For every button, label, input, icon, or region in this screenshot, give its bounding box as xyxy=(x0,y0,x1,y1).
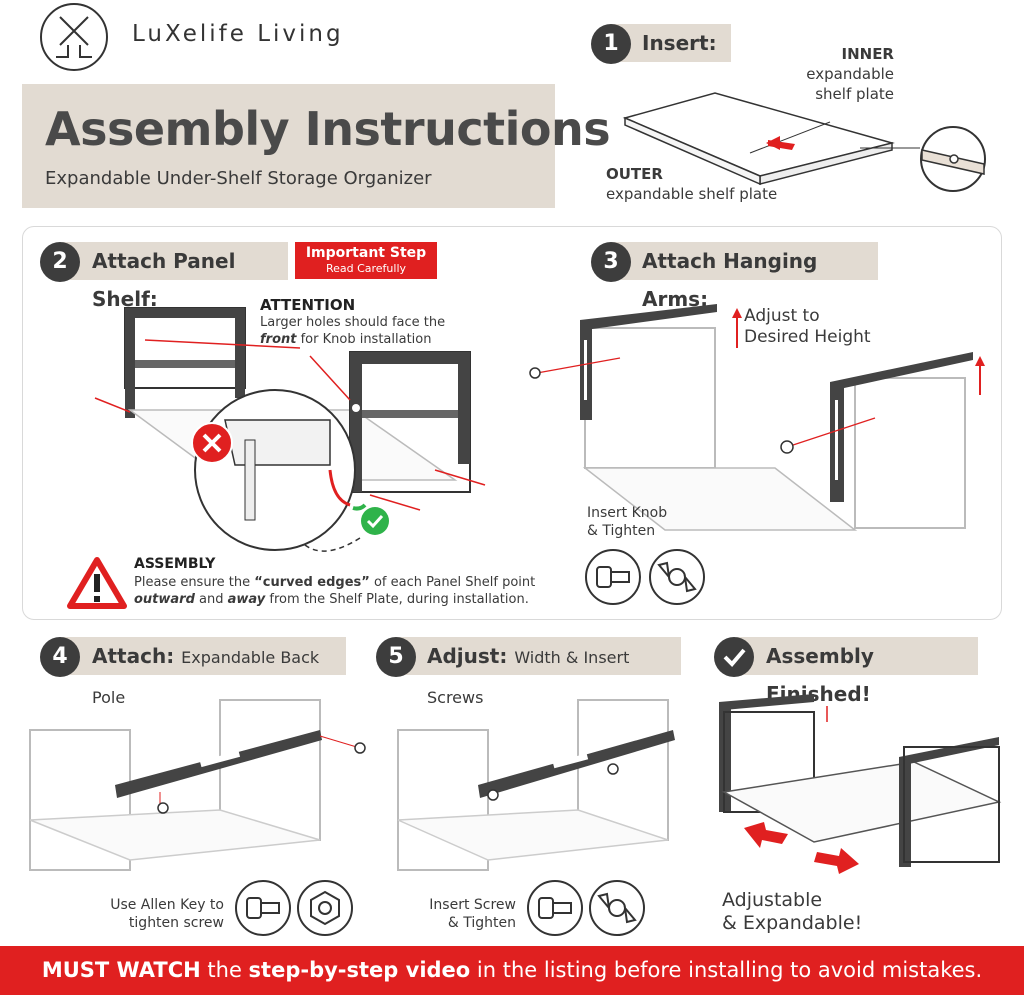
banner-part2: the xyxy=(200,958,249,982)
step4-label-light: Expandable Back Pole xyxy=(92,648,320,707)
inner-text-2: shelf plate xyxy=(815,85,894,103)
x-icon xyxy=(191,422,233,464)
step2-tag: Attach Panel Shelf: xyxy=(62,242,288,311)
page-title: Assembly Instructions xyxy=(45,102,611,156)
checkmark-circle-icon xyxy=(714,637,754,677)
finished-note-line1: Adjustable xyxy=(722,889,823,911)
assembly-line2-a: outward xyxy=(134,592,195,607)
step2-number: 2 xyxy=(40,242,80,282)
hanging-arms-illustration xyxy=(529,304,985,531)
attention-title: ATTENTION xyxy=(260,296,356,314)
right-arrow-icon xyxy=(814,848,859,874)
step4-note-line2: tighten screw xyxy=(128,915,224,931)
step5-tag: Adjust: Width & Insert Screws xyxy=(397,637,681,707)
adjust-line1: Adjust to xyxy=(744,306,820,326)
important-line1: Important Step xyxy=(305,245,427,261)
step4-label: Attach: xyxy=(92,644,175,668)
finished-note-line2: & Expandable! xyxy=(722,912,863,934)
screw-icon xyxy=(585,549,641,605)
step5-label-light: Width & Insert Screws xyxy=(427,648,630,707)
title-banner xyxy=(22,84,555,208)
back-pole-illustration xyxy=(29,699,366,871)
logo-mark-icon xyxy=(56,16,92,58)
assembly-line2: outward and away from the Shelf Plate, d… xyxy=(134,592,529,607)
inner-title: INNER xyxy=(841,45,895,63)
step4-number: 4 xyxy=(40,637,80,677)
brand-name: LuXelife Living xyxy=(132,21,344,47)
important-step-badge: Important Step Read Carefully xyxy=(295,242,437,279)
step3-number: 3 xyxy=(591,242,631,282)
hex-nut-icon xyxy=(297,880,353,936)
step5-note-line1: Insert Screw xyxy=(429,897,516,913)
finished-tag: Assembly Finished! xyxy=(736,637,978,706)
step1-number: 1 xyxy=(591,24,631,64)
knob-line2: & Tighten xyxy=(587,523,656,539)
assembly-line1-a: Please ensure the xyxy=(134,575,255,590)
allen-screw-icon xyxy=(235,880,291,936)
assembly-line1: Please ensure the “curved edges” of each… xyxy=(134,575,535,590)
attention-line2: front for Knob installation xyxy=(260,332,432,347)
attention-line2-rest: for Knob installation xyxy=(296,332,432,347)
assembly-line1-c: of each Panel Shelf point xyxy=(369,575,536,590)
assembly-line2-b: and xyxy=(194,592,228,607)
knob-line1: Insert Knob xyxy=(587,505,668,521)
panel-shelf-illustration xyxy=(94,307,486,552)
adjust-width-illustration xyxy=(397,699,675,871)
banner-part4: in the listing before installing to avoi… xyxy=(470,958,983,982)
banner-part3: step-by-step video xyxy=(248,958,471,982)
outer-text: expandable shelf plate xyxy=(606,185,778,203)
step4-tag: Attach: Expandable Back Pole xyxy=(62,637,346,707)
finished-organizer-illustration xyxy=(719,694,1002,874)
inner-text-1: expandable xyxy=(806,65,894,83)
step3-tag: Attach Hanging Arms: xyxy=(612,242,878,311)
assembly-title: ASSEMBLY xyxy=(134,556,216,572)
left-arrow-icon xyxy=(744,822,788,848)
page-subtitle: Expandable Under-Shelf Storage Organizer xyxy=(45,168,432,189)
screw-icon-2 xyxy=(527,880,583,936)
step4-note-line1: Use Allen Key to xyxy=(110,897,224,913)
assembly-line1-b: “curved edges” xyxy=(254,575,370,590)
brand-logo-mark xyxy=(40,3,108,71)
step3-label: Attach Hanging Arms: xyxy=(642,249,818,311)
step1-label: Insert: xyxy=(642,31,717,55)
warning-banner: MUST WATCH the step-by-step video in the… xyxy=(0,946,1024,995)
banner-part1: MUST WATCH xyxy=(41,958,201,982)
outer-title: OUTER xyxy=(606,165,663,183)
step5-number: 5 xyxy=(376,637,416,677)
attention-front: front xyxy=(260,332,297,347)
check-icon xyxy=(361,507,389,535)
detail-zoom-circle xyxy=(920,126,986,192)
step2-label: Attach Panel Shelf: xyxy=(92,249,236,311)
step1-tag: Insert: xyxy=(612,24,731,62)
important-line2: Read Carefully xyxy=(325,262,407,275)
attention-line1: Larger holes should face the xyxy=(260,315,446,330)
wing-nut-icon-2 xyxy=(589,880,645,936)
step5-note-line2: & Tighten xyxy=(447,915,516,931)
shelf-plate-illustration xyxy=(622,92,920,186)
step5-label: Adjust: xyxy=(427,644,508,668)
warning-icon xyxy=(66,556,128,610)
assembly-line2-c: away xyxy=(227,592,266,607)
assembly-line2-d: from the Shelf Plate, during installatio… xyxy=(265,592,529,607)
wing-nut-icon xyxy=(649,549,705,605)
adjust-line2: Desired Height xyxy=(744,327,871,347)
